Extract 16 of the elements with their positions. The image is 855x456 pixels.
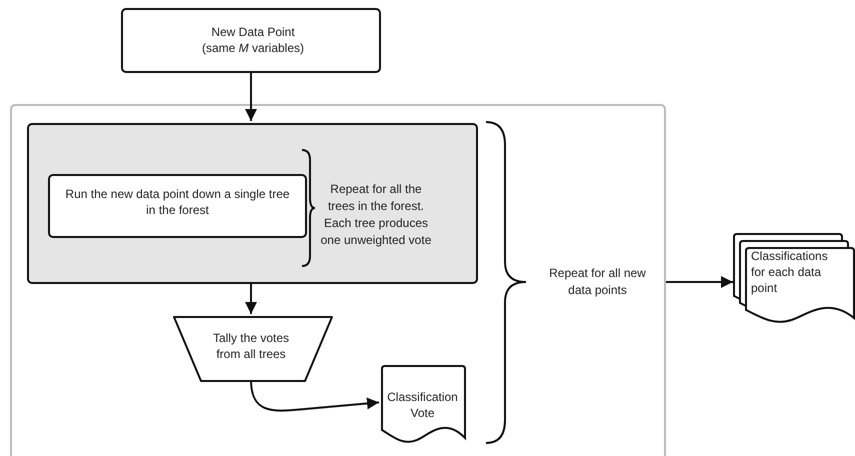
node-text: Classifications for each data point — [751, 248, 829, 296]
tally-trapezoid — [173, 316, 333, 382]
node-text: Run the new data point down a single tree in the forest — [64, 186, 291, 218]
process-box — [48, 174, 307, 238]
annotation-text: Repeat for all new data points — [548, 265, 647, 299]
node-text: New Data Point (same M variables) — [200, 24, 306, 56]
node-text: Tally the votes from all trees — [212, 330, 290, 362]
input-box — [121, 8, 381, 73]
arrow — [245, 282, 257, 314]
annotation-text: Repeat for all the trees in the forest. Each tree produces one unweighted vote — [320, 181, 432, 249]
arrow — [245, 73, 257, 121]
arrow — [250, 380, 380, 412]
loop-panel — [27, 123, 478, 284]
node-text: Classification Vote — [386, 389, 459, 421]
arrow — [666, 276, 733, 288]
loop-frame — [10, 104, 666, 456]
